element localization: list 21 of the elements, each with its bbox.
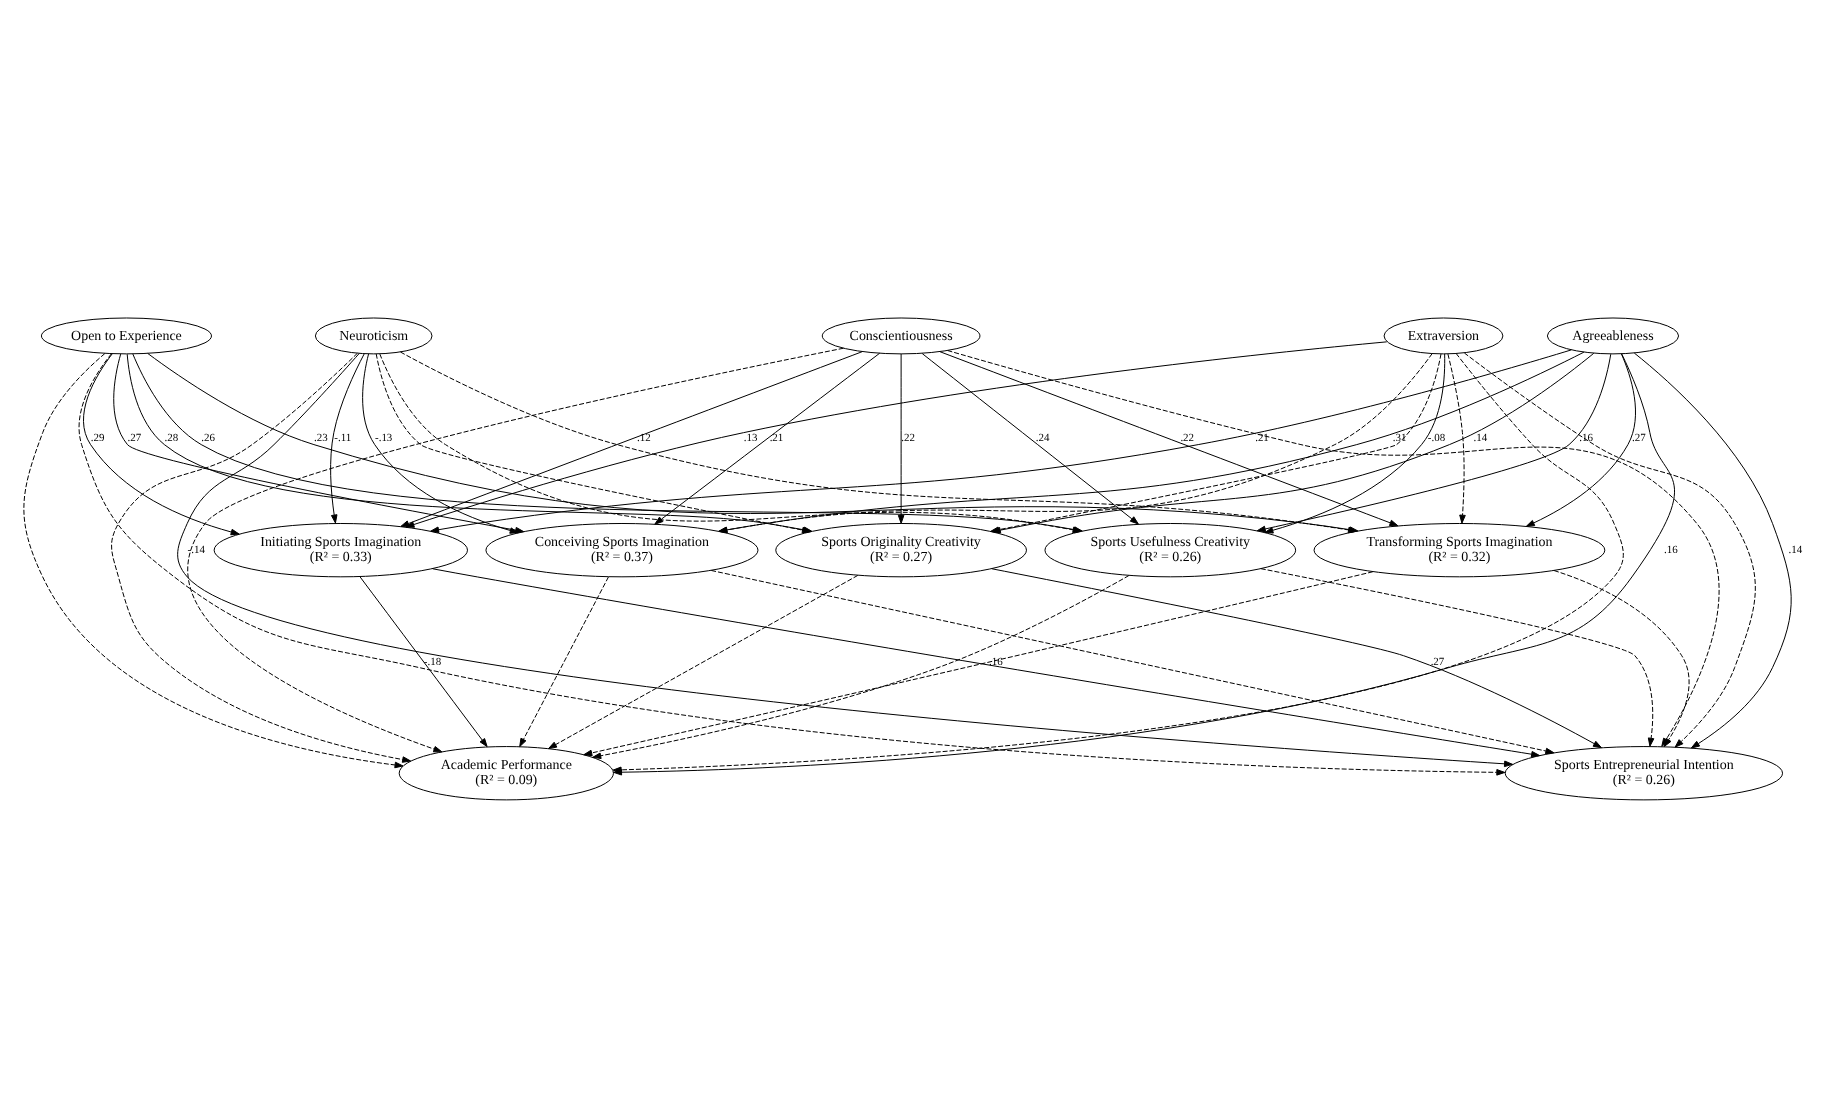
arrow (83, 352, 240, 535)
arrow (111, 351, 412, 762)
arrow (432, 567, 1541, 757)
arrow (592, 574, 1130, 759)
arrow (991, 567, 1602, 748)
arrow (897, 352, 905, 523)
arrow (921, 352, 1139, 524)
arrow (939, 350, 1399, 526)
arrow (519, 575, 609, 747)
arrow (654, 351, 881, 524)
arrow (400, 350, 863, 526)
arrow (330, 352, 365, 523)
arrow (1260, 567, 1655, 746)
arrow (710, 569, 1555, 754)
arrow (1525, 352, 1636, 526)
arrow (359, 575, 488, 747)
arrow (548, 573, 859, 749)
arrow (583, 570, 1374, 756)
arrow (1447, 352, 1466, 523)
arrow (23, 352, 404, 768)
arrow (187, 346, 844, 752)
